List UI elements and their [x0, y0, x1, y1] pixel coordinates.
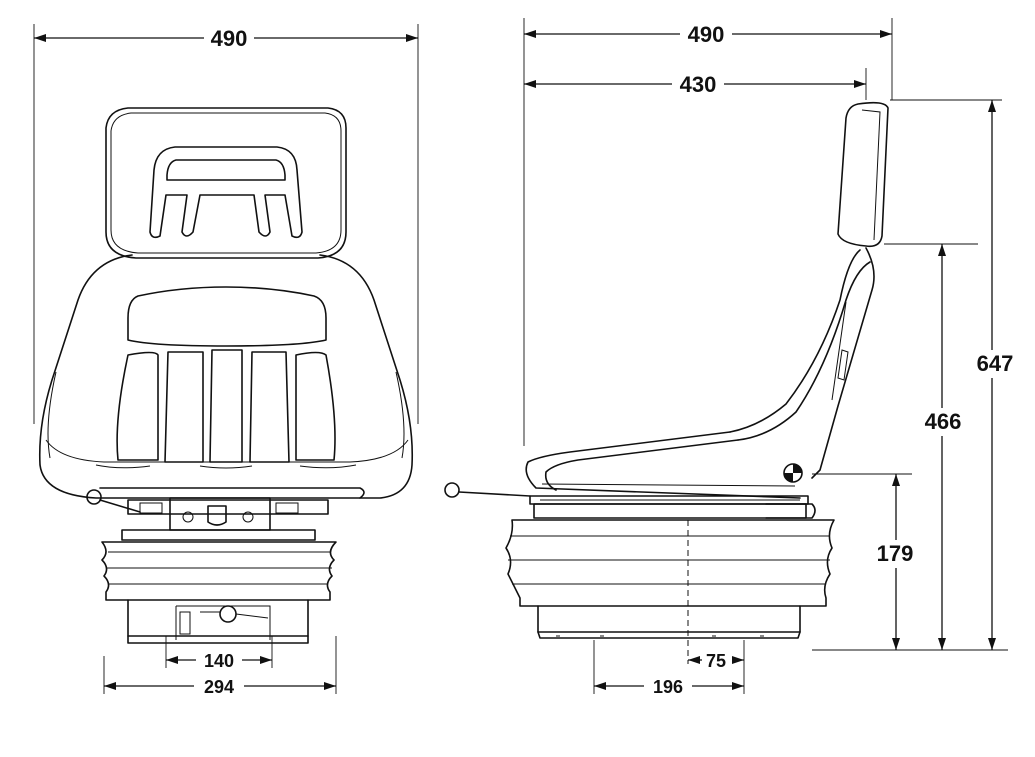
side-backrest-height-label: 466: [925, 409, 962, 434]
front-adjust-lever: [86, 489, 141, 513]
lever-knob-icon: [86, 489, 102, 505]
dimension-lines: [33, 18, 1008, 694]
front-base-width-label: 294: [204, 677, 234, 697]
side-mount-offset-label: 75: [706, 651, 726, 671]
sip-marker-icon: [783, 463, 803, 483]
side-adjust-lever: [444, 482, 531, 498]
front-mount-spacing-label: 140: [204, 651, 234, 671]
side-backrest: [729, 247, 875, 479]
side-depth-label: 490: [688, 22, 725, 47]
side-headrest: [837, 101, 889, 248]
side-seat-cushion: [525, 431, 803, 499]
side-suspension-height-label: 179: [877, 541, 914, 566]
side-slide-rails: [529, 495, 816, 519]
side-suspension-bellows: [505, 519, 835, 639]
side-view: [444, 101, 889, 664]
dimension-labels: 490 294 140 490 430 647 466 179 196 75: [194, 22, 1016, 697]
front-view: [38, 107, 414, 644]
lever-knob-icon: [444, 482, 460, 498]
front-suspension-bellows: [101, 541, 337, 644]
front-headrest: [105, 107, 347, 259]
side-height-label: 647: [977, 351, 1014, 376]
front-mechanism: [121, 497, 329, 541]
side-seat-depth-label: 430: [680, 72, 717, 97]
side-mount-spacing-label: 196: [653, 677, 683, 697]
front-width-label: 490: [211, 26, 248, 51]
front-backrest: [38, 254, 414, 499]
